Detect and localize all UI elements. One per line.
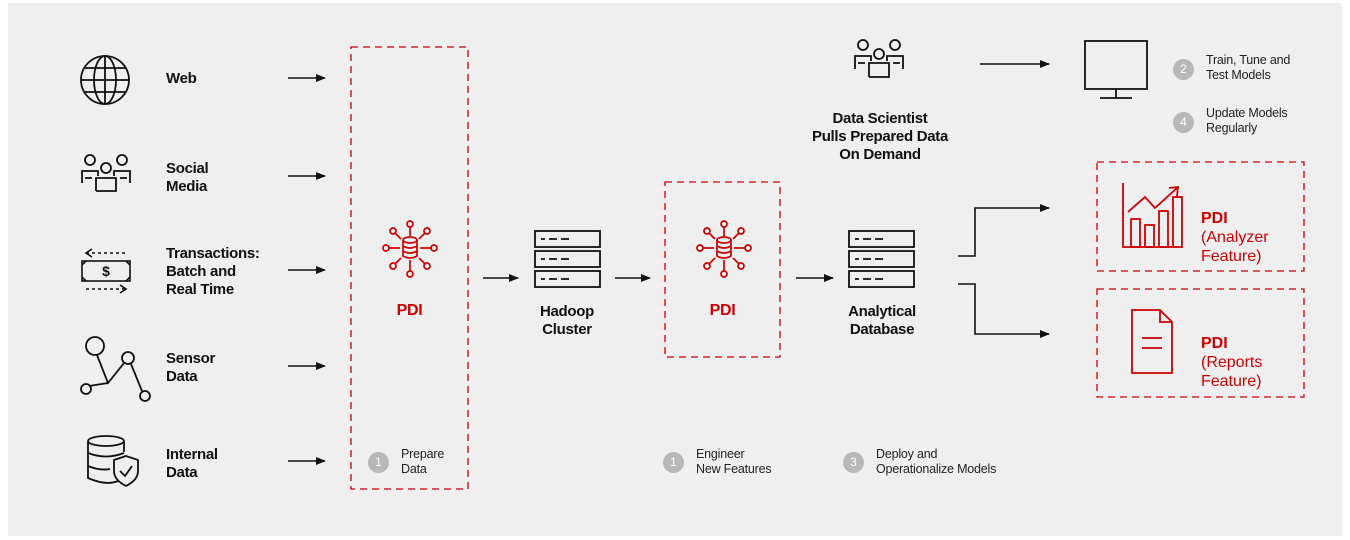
diagram-panel [8,3,1342,536]
analytical-database-label: Analytical Database [848,303,916,338]
step-text-deploy-models: Deploy and Operationalize Models [876,447,997,476]
arrow-db-to-reports [958,283,1050,338]
globe-icon [80,55,130,105]
pdi-engineer-box [664,181,781,358]
svg-text:$: $ [102,263,110,279]
cash-transfer-icon: $ [81,248,131,294]
people-network-icon [854,39,904,78]
server-stack-icon [534,230,601,288]
step-badge: 3 [843,452,864,473]
data-scientist-label: Data Scientist Pulls Prepared Data On De… [811,110,949,163]
step-text-train-models: Train, Tune and Test Models [1206,53,1291,82]
pdi-hub-icon [696,220,752,278]
step-text-update-models: Update Models Regularly [1206,106,1288,135]
pdi-engineer-label: PDI [709,302,736,319]
analyzer-subtitle: (Analyzer Feature) [1201,229,1269,265]
people-network-icon [81,154,131,192]
monitor-icon [1084,40,1148,99]
analyzer-feature-label: PDI (Analyzer Feature) [1201,190,1269,266]
source-label-sensor-data: Sensor Data [166,350,216,385]
source-label-transactions: Transactions: Batch and Real Time [166,245,260,298]
hadoop-cluster-label: Hadoop Cluster [539,303,595,338]
source-label-web: Web [166,70,197,87]
analyzer-box [1096,161,1305,272]
pdi-prepare-box [350,46,469,490]
step-badge: 1 [663,452,684,473]
reports-feature-label: PDI (Reports Feature) [1201,315,1262,391]
step-text-prepare-data: Prepare Data [401,447,445,476]
growth-chart-icon [1122,183,1183,248]
document-icon [1131,309,1173,374]
reports-title: PDI [1201,335,1228,352]
pdi-prepare-label: PDI [396,302,423,319]
source-label-social-media: Social Media [166,160,209,195]
analyzer-title: PDI [1201,210,1228,227]
step-badge: 1 [368,452,389,473]
sensor-nodes-icon [80,336,151,402]
pdi-hub-icon [382,220,438,278]
step-text-engineer-features: Engineer New Features [696,447,772,476]
database-shield-icon [87,435,139,488]
reports-subtitle: (Reports Feature) [1201,354,1263,390]
reports-box [1096,288,1305,398]
server-stack-icon [848,230,915,288]
step-badge: 2 [1173,59,1194,80]
step-badge: 4 [1173,112,1194,133]
source-label-internal-data: Internal Data [166,446,218,481]
arrow-db-to-analyzer [958,204,1050,257]
